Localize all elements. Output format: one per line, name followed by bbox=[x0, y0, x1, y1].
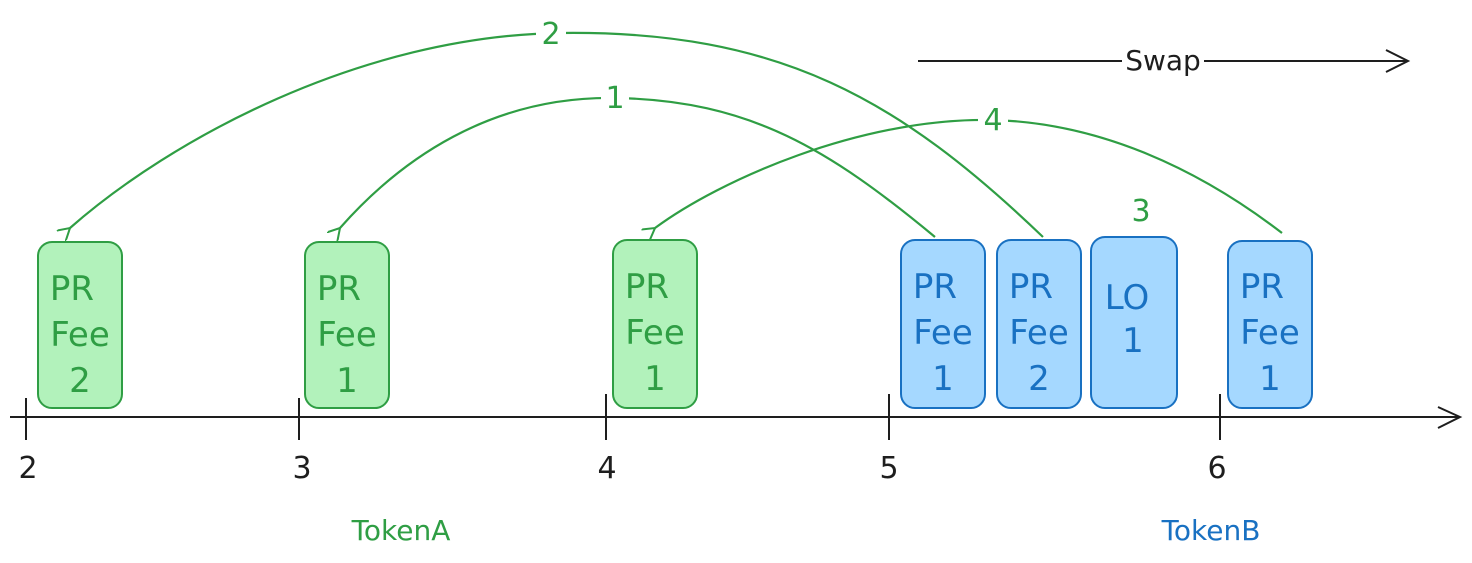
box-line: LO bbox=[1105, 278, 1150, 318]
box-line: 2 bbox=[1028, 359, 1050, 399]
box-line: PR bbox=[50, 269, 94, 309]
price-axis: 2 3 4 5 6 bbox=[10, 394, 1463, 486]
box-lo-1-blue: LO 1 bbox=[1090, 236, 1178, 409]
axis-tick-label: 6 bbox=[1207, 451, 1226, 486]
box-pr-fee-1-blue-b: PR Fee 1 bbox=[1227, 240, 1313, 409]
box-pr-fee-2-blue: PR Fee 2 bbox=[996, 239, 1082, 409]
box-line: Fee bbox=[50, 315, 110, 355]
box-line: Fee bbox=[625, 313, 685, 353]
box-line: PR bbox=[913, 267, 957, 307]
box-line: Fee bbox=[317, 315, 377, 355]
swap-label: Swap bbox=[1125, 44, 1201, 77]
arrow-label-4: 4 bbox=[983, 103, 1002, 138]
axis-tick-label: 4 bbox=[597, 451, 616, 486]
box-pr-fee-1-green-b: PR Fee 1 bbox=[612, 239, 698, 409]
token-a-label: TokenA bbox=[351, 514, 451, 547]
box-pr-fee-1-blue: PR Fee 1 bbox=[900, 239, 986, 409]
reference-arrows: 2 1 4 3 bbox=[70, 17, 1283, 237]
box-line: 1 bbox=[336, 361, 358, 401]
axis-tick-label: 5 bbox=[879, 451, 898, 486]
box-line: PR bbox=[317, 269, 361, 309]
arrow-label-2: 2 bbox=[541, 17, 560, 52]
box-line: Fee bbox=[1009, 313, 1069, 353]
box-line: PR bbox=[1240, 267, 1284, 307]
arrow-label-3: 3 bbox=[1131, 194, 1150, 229]
box-pr-fee-1-green: PR Fee 1 bbox=[304, 241, 390, 409]
axis-tick-label: 3 bbox=[292, 451, 311, 486]
token-b-label: TokenB bbox=[1161, 514, 1261, 547]
box-line: 1 bbox=[644, 359, 666, 399]
box-line: Fee bbox=[913, 313, 973, 353]
box-pr-fee-2-green: PR Fee 2 bbox=[37, 241, 123, 409]
arrow-4 bbox=[655, 118, 1283, 233]
arrow-label-1: 1 bbox=[605, 81, 624, 116]
box-line: 1 bbox=[1122, 321, 1144, 361]
arrow-1 bbox=[340, 96, 936, 237]
box-line: 2 bbox=[69, 361, 91, 401]
swap-arrow: Swap bbox=[918, 44, 1411, 77]
axis-tick-label: 2 bbox=[18, 451, 37, 486]
box-line: PR bbox=[625, 267, 669, 307]
box-line: 1 bbox=[932, 359, 954, 399]
box-line: 1 bbox=[1259, 359, 1281, 399]
box-line: PR bbox=[1009, 267, 1053, 307]
box-line: Fee bbox=[1240, 313, 1300, 353]
